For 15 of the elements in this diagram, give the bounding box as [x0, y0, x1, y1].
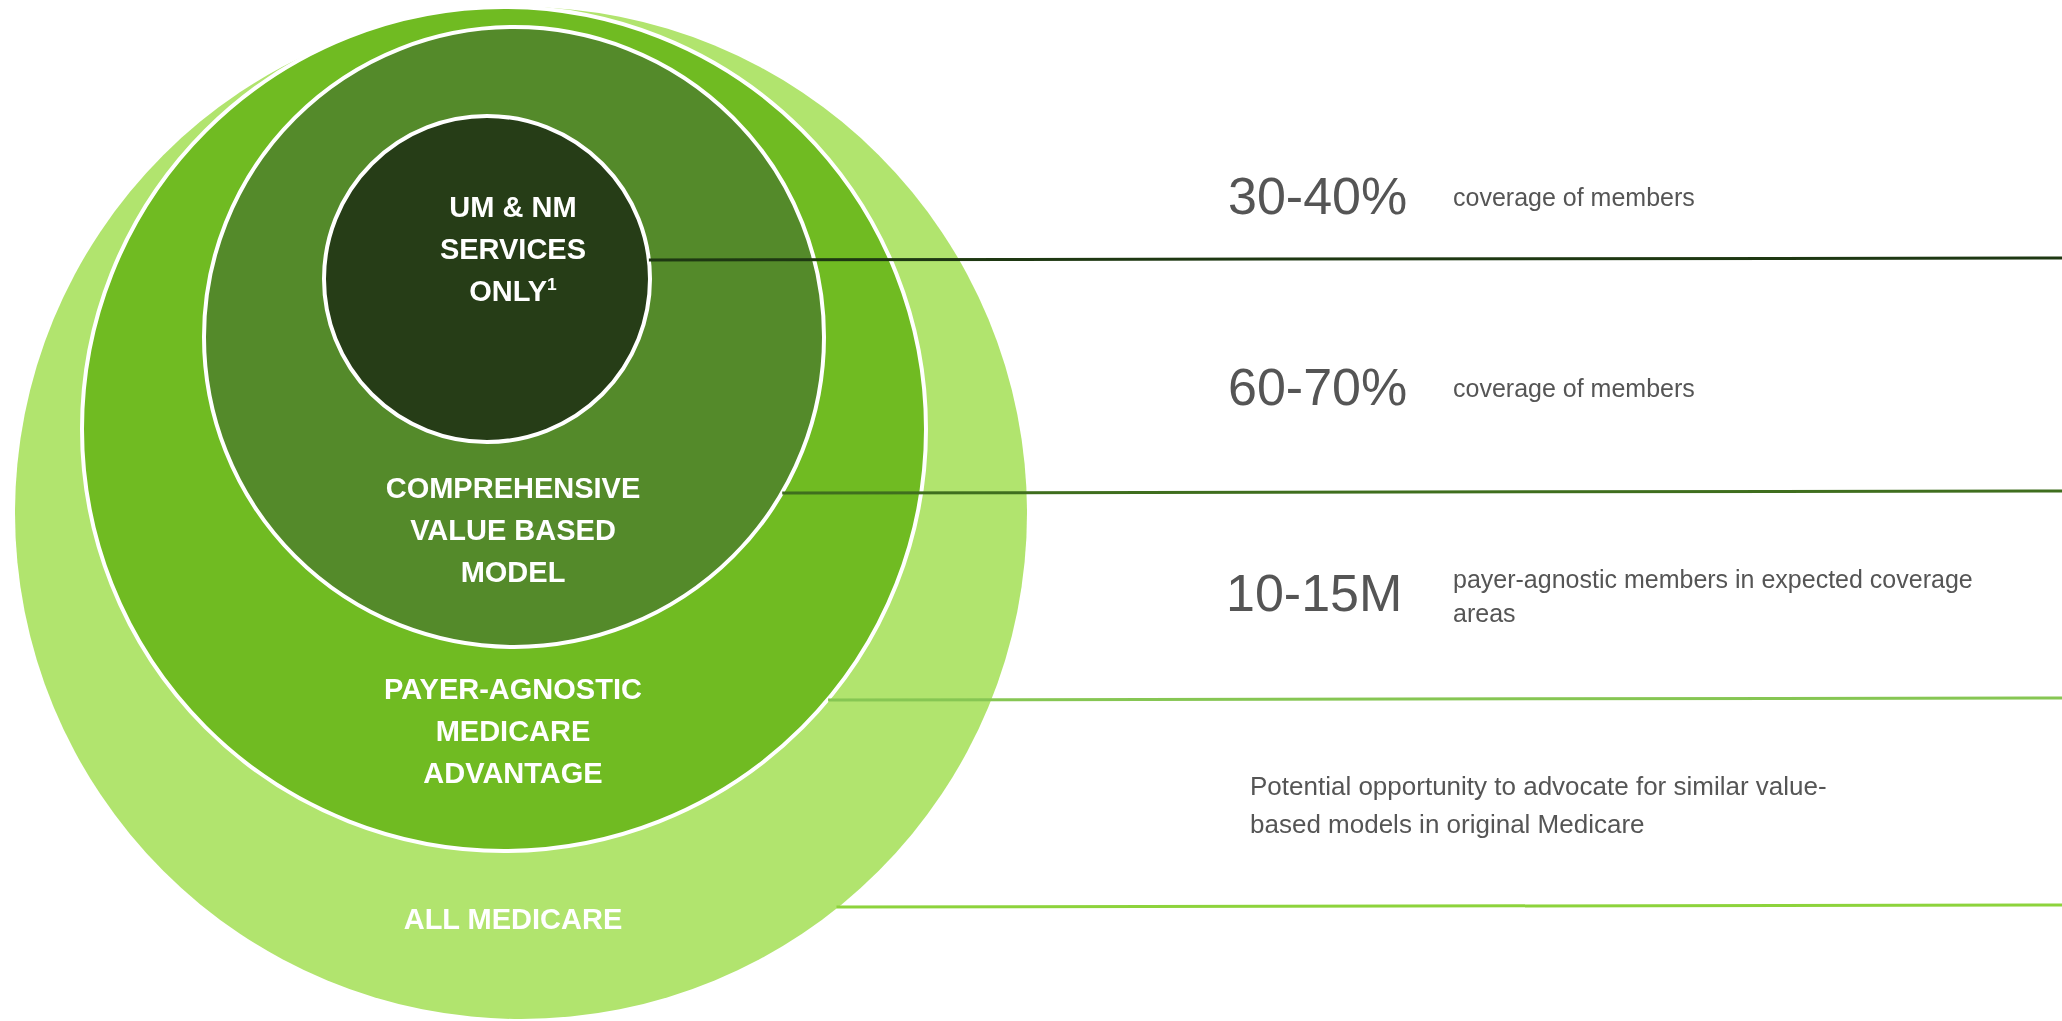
stat-value: 60-70% [1228, 357, 1408, 417]
stat-value: 10-15M [1226, 563, 1403, 623]
connector-line [648, 256, 2062, 262]
circle-label: ALL MEDICARE [402, 902, 624, 937]
stat-value: 30-40% [1228, 166, 1408, 226]
circle-label: UM & NM SERVICES ONLY$^{1}$ [438, 190, 588, 310]
connector-line [782, 489, 2062, 495]
circle-label: COMPREHENSIVE VALUE BASED MODEL [384, 471, 642, 591]
stat-description: coverage of members [1453, 374, 1695, 403]
stat-description: Potential opportunity to advocate for similar value-based models in original Medicare [1250, 770, 1828, 841]
circle-label: PAYER-AGNOSTIC MEDICARE ADVANTAGE [383, 672, 643, 792]
connector-line [836, 903, 2062, 909]
stat-description: payer-agnostic members in expected coverage areas [1453, 564, 1974, 629]
stat-description: coverage of members [1453, 183, 1695, 212]
connector-line [828, 696, 2062, 702]
